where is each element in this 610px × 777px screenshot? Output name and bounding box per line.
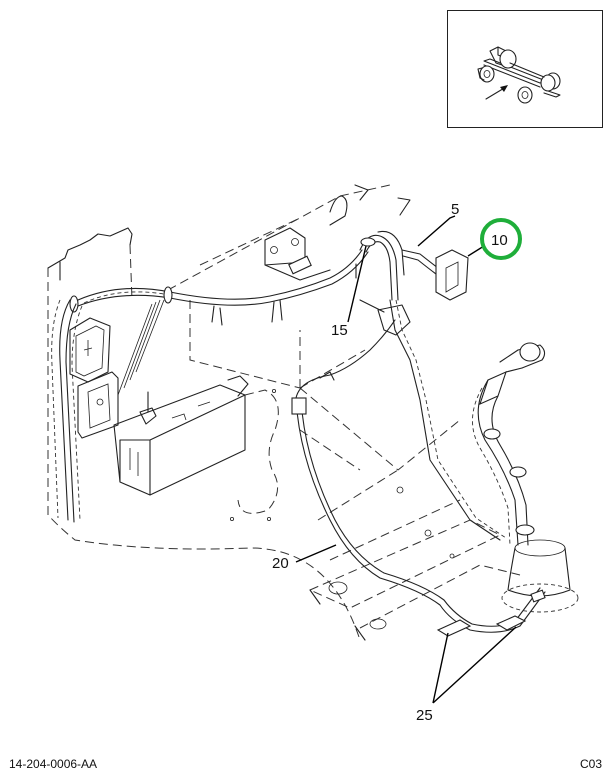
leader-25 bbox=[432, 626, 517, 704]
callout-20: 20 bbox=[272, 555, 289, 572]
callout-10-highlight-ring bbox=[480, 218, 522, 260]
truck-chassis-locator-icon bbox=[477, 46, 561, 104]
drawing-number: 14-204-0006-AA bbox=[9, 757, 98, 771]
callout-25: 25 bbox=[416, 707, 433, 724]
leader-20 bbox=[295, 544, 337, 563]
locator-inset bbox=[447, 10, 603, 128]
leader-5 bbox=[417, 215, 456, 247]
leader-15 bbox=[347, 245, 367, 323]
callout-5: 5 bbox=[451, 201, 460, 218]
callout-15: 15 bbox=[331, 322, 348, 339]
sheet-code: C03 bbox=[580, 757, 603, 771]
